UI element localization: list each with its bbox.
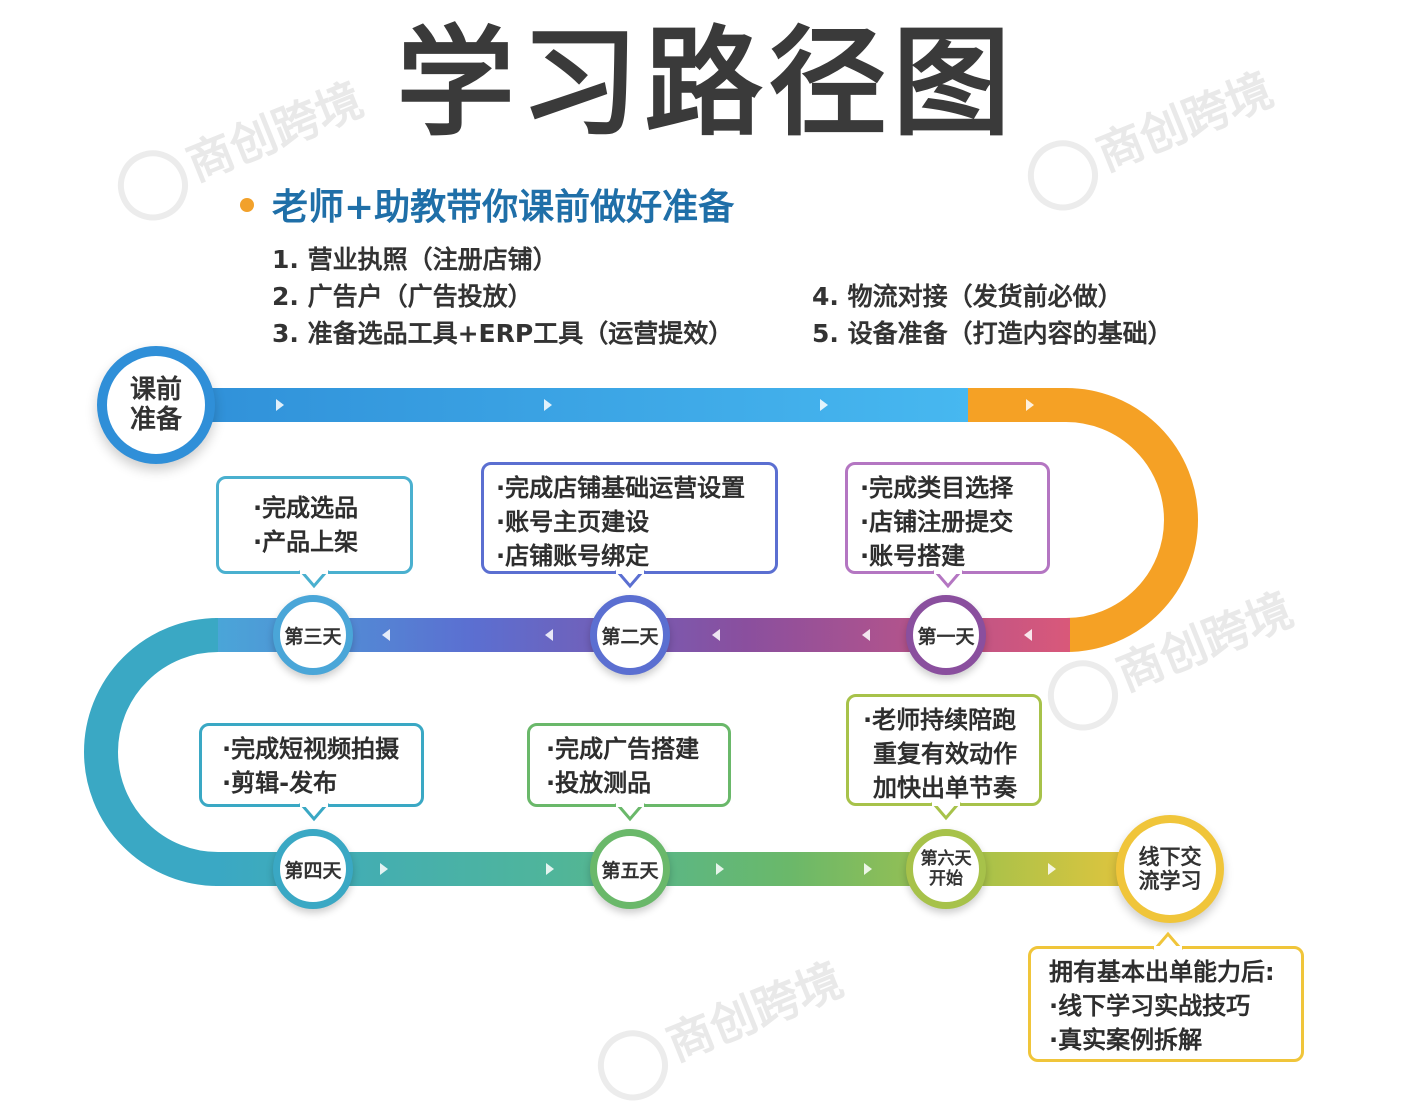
end-tasks: 拥有基本出单能力后:·线下学习实战技巧·真实案例拆解 xyxy=(1028,946,1304,1062)
track-curve xyxy=(1065,388,1198,652)
day6-node: 第六天开始 xyxy=(906,829,986,909)
day2-tasks: ·完成店铺基础运营设置·账号主页建设·店铺账号绑定 xyxy=(481,462,778,574)
day1-node: 第一天 xyxy=(906,595,986,675)
day4-node: 第四天 xyxy=(273,829,353,909)
day2-node: 第二天 xyxy=(590,595,670,675)
prep-item: 5. 设备准备（打造内容的基础） xyxy=(812,319,1173,348)
day5-node: 第五天 xyxy=(590,829,670,909)
end-node: 线下交流学习 xyxy=(1116,815,1224,923)
day6-tasks: ·老师持续陪跑重复有效动作加快出单节奏 xyxy=(846,694,1042,806)
day3-node: 第三天 xyxy=(273,595,353,675)
start-node: 课前准备 xyxy=(97,346,215,464)
day4-tasks: ·完成短视频拍摄·剪辑-发布 xyxy=(199,723,424,807)
prep-item: 1. 营业执照（注册店铺） xyxy=(272,245,558,274)
page-title: 学习路径图 xyxy=(396,14,1017,152)
day1-tasks: ·完成类目选择·店铺注册提交·账号搭建 xyxy=(845,462,1050,574)
track-segment xyxy=(215,852,1170,886)
prep-heading: 老师+助教带你课前做好准备 xyxy=(240,178,734,230)
prep-item: 4. 物流对接（发货前必做） xyxy=(812,282,1123,311)
track-segment xyxy=(160,388,970,422)
day5-tasks: ·完成广告搭建·投放测品 xyxy=(527,723,731,807)
prep-item: 3. 准备选品工具+ERP工具（运营提效） xyxy=(272,319,734,348)
track-curve xyxy=(84,618,219,886)
start-node-label: 准备 xyxy=(129,405,182,435)
day3-tasks: ·完成选品·产品上架 xyxy=(216,476,413,574)
start-node-label: 课前 xyxy=(129,375,182,405)
track-segment xyxy=(968,388,1066,422)
prep-item: 2. 广告户（广告投放） xyxy=(272,282,533,311)
bullet-icon xyxy=(240,198,254,212)
